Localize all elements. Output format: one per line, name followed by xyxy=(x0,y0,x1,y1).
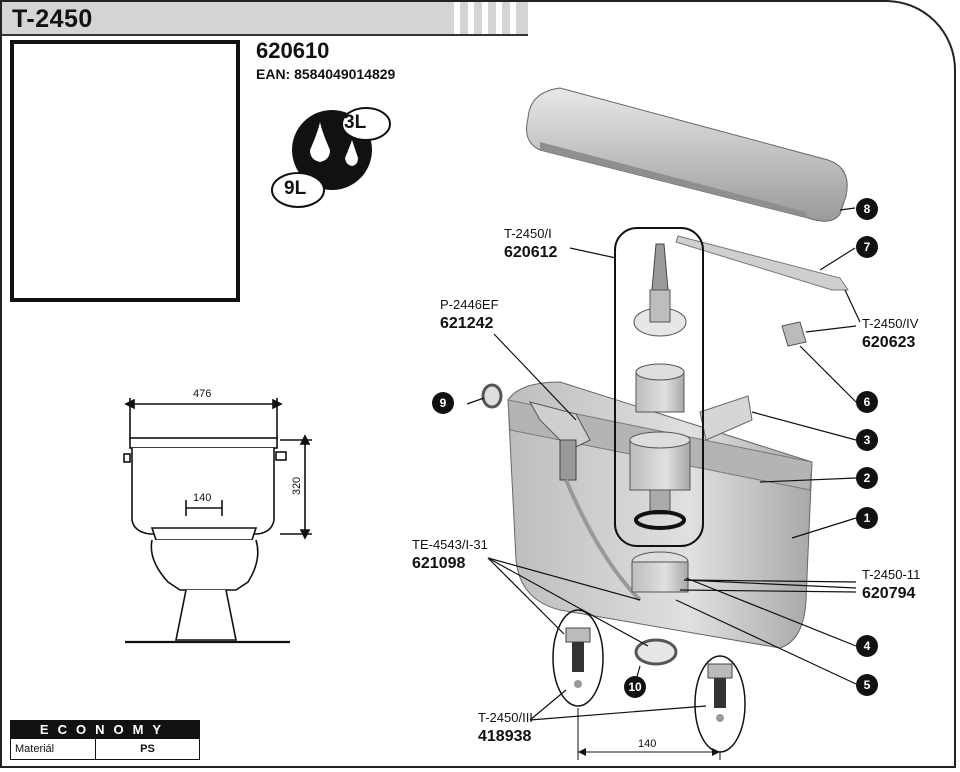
washer-part xyxy=(481,383,503,409)
toilet-front-view xyxy=(123,398,312,644)
leader-lines xyxy=(466,207,861,721)
part-number: 621098 xyxy=(412,555,466,572)
economy-title: ECONOMY xyxy=(11,721,199,739)
callout-9: 9 xyxy=(432,392,454,414)
part-code-label: TE-4543/I-31 xyxy=(412,537,488,552)
economy-table: ECONOMY Materiál PS xyxy=(10,720,200,760)
cistern-lid xyxy=(526,87,848,222)
title-bar: T-2450 xyxy=(2,2,528,36)
dual-flush-badge xyxy=(271,107,391,208)
dimension-height: 320 xyxy=(291,476,304,496)
mounting-bolts xyxy=(552,609,746,760)
callout-6: 6 xyxy=(856,391,878,413)
callout-10: 10 xyxy=(624,676,646,698)
dimension-inner: 140 xyxy=(193,492,212,504)
outlet-nut xyxy=(631,551,689,666)
fill-valve xyxy=(528,401,642,602)
actuator-rod xyxy=(675,235,849,291)
material-label: Materiál xyxy=(11,739,96,759)
small-flush-label: 3L xyxy=(344,112,367,133)
part-number: 620612 xyxy=(504,244,558,261)
callout-8: 8 xyxy=(856,198,878,220)
clip-part xyxy=(781,321,807,347)
model-title: T-2450 xyxy=(12,5,93,33)
callout-4: 4 xyxy=(856,635,878,657)
part-code-label: P-2446EF xyxy=(440,297,499,312)
callout-5: 5 xyxy=(856,674,878,696)
part-code-label: T-2450-11 xyxy=(862,567,921,582)
product-code: 620610 xyxy=(256,38,330,63)
part-code-label: T-2450/IV xyxy=(862,316,919,331)
part-number: 418938 xyxy=(478,728,532,745)
part-number: 620794 xyxy=(862,585,916,602)
callout-2: 2 xyxy=(856,467,878,489)
flush-valve-assembly xyxy=(614,227,704,547)
callout-7: 7 xyxy=(856,236,878,258)
dimension-width: 476 xyxy=(193,388,212,400)
callout-1: 1 xyxy=(856,507,878,529)
dimension-outlets: 140 xyxy=(638,738,657,750)
big-flush-label: 9L xyxy=(284,178,307,199)
top-bracket xyxy=(699,395,753,441)
part-code-label: T-2450/I xyxy=(504,226,552,241)
callout-3: 3 xyxy=(856,429,878,451)
product-photo-frame xyxy=(10,40,240,302)
ean-code: EAN: 8584049014829 xyxy=(256,66,396,82)
part-number: 620623 xyxy=(862,334,916,351)
part-number: 621242 xyxy=(440,315,494,332)
material-value: PS xyxy=(140,743,155,755)
part-code-label: T-2450/III xyxy=(478,710,533,725)
